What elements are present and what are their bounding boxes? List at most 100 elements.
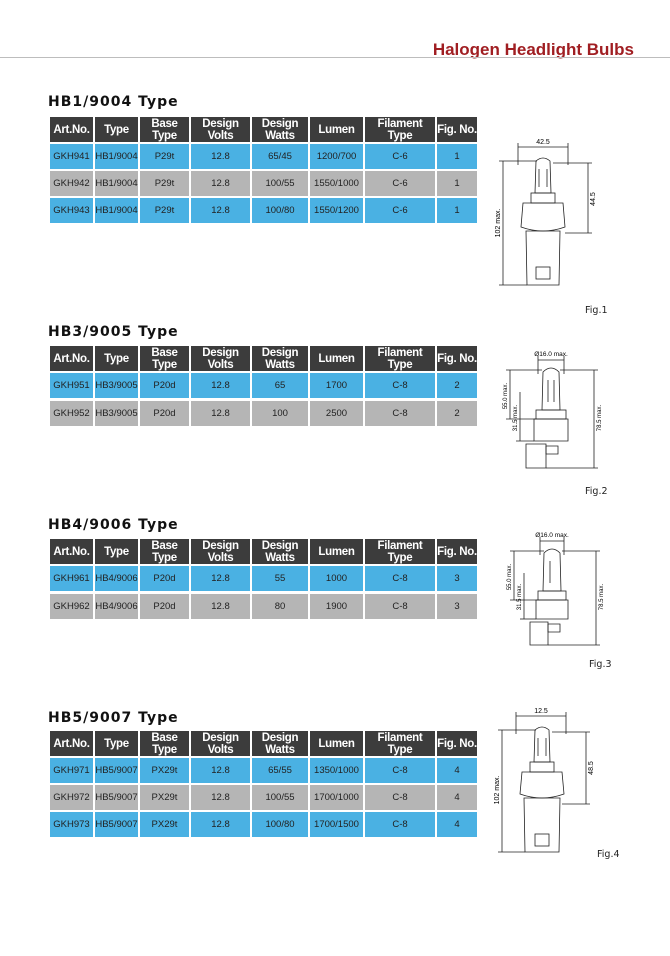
column-header: Lumen (310, 117, 363, 142)
table-cell: GKH972 (50, 783, 93, 810)
table-cell: 100/55 (252, 783, 308, 810)
dim-label: 102 max. (495, 209, 502, 238)
table-cell: HB3/9005 (95, 398, 138, 426)
column-header: Filament Type (365, 346, 435, 371)
column-header: Fig. No. (437, 346, 477, 371)
column-header: Lumen (310, 346, 363, 371)
table-header-row: Art.No. Type Base Type Design Volts Desi… (50, 731, 477, 756)
table-cell: 12.8 (191, 196, 250, 223)
table-cell: HB1/9004 (95, 169, 138, 196)
table-cell: 3 (437, 591, 477, 619)
column-header: Filament Type (365, 117, 435, 142)
table-cell: 12.8 (191, 398, 250, 426)
table-cell: 12.8 (191, 783, 250, 810)
column-header: Art.No. (50, 731, 93, 756)
table-header-row: Art.No. Type Base Type Design Volts Desi… (50, 539, 477, 564)
table-cell: HB3/9005 (95, 371, 138, 398)
dim-label: 31.5 max. (513, 405, 519, 432)
table-cell: 65 (252, 371, 308, 398)
table-cell: 2 (437, 398, 477, 426)
figure-caption: Fig.4 (597, 849, 620, 860)
table-cell: 1000 (310, 564, 363, 591)
table-row: GKH942 HB1/9004 P29t 12.8 100/55 1550/10… (50, 169, 477, 196)
table-cell: 65/45 (252, 142, 308, 169)
table-cell: GKH971 (50, 756, 93, 783)
column-header: Fig. No. (437, 539, 477, 564)
column-header: Base Type (140, 731, 189, 756)
table-cell: HB5/9007 (95, 810, 138, 837)
table-cell: 1550/1000 (310, 169, 363, 196)
table-cell: 1 (437, 196, 477, 223)
table-cell: 12.8 (191, 564, 250, 591)
table-cell: 1200/700 (310, 142, 363, 169)
dim-label: 55.0 max. (503, 383, 509, 410)
table-cell: P20d (140, 591, 189, 619)
table-header-row: Art.No. Type Base Type Design Volts Desi… (50, 117, 477, 142)
column-header: Type (95, 117, 138, 142)
table-row: GKH941 HB1/9004 P29t 12.8 65/45 1200/700… (50, 142, 477, 169)
column-header: Design Volts (191, 117, 250, 142)
dim-label: Ø16.0 max. (534, 351, 568, 358)
table-cell: 3 (437, 564, 477, 591)
section-title: HB1/9004 Type (48, 94, 179, 110)
dim-label: 12.5 (534, 708, 548, 715)
table-cell: 1900 (310, 591, 363, 619)
column-header: Design Watts (252, 539, 308, 564)
column-header: Type (95, 539, 138, 564)
table-cell: 4 (437, 783, 477, 810)
table-cell: 1700 (310, 371, 363, 398)
figure-caption: Fig.2 (585, 486, 608, 497)
section-title: HB5/9007 Type (48, 710, 179, 726)
section-title: HB3/9005 Type (48, 324, 179, 340)
column-header: Base Type (140, 539, 189, 564)
table-row: GKH961 HB4/9006 P20d 12.8 55 1000 C-8 3 (50, 564, 477, 591)
table-cell: 2500 (310, 398, 363, 426)
column-header: Design Volts (191, 731, 250, 756)
bulb-diagram-fig1: 42.5 102 max. 44.5 (495, 139, 597, 286)
table-row: GKH972 HB5/9007 PX29t 12.8 100/55 1700/1… (50, 783, 477, 810)
table-cell: GKH941 (50, 142, 93, 169)
column-header: Design Volts (191, 539, 250, 564)
table-cell: GKH952 (50, 398, 93, 426)
table-cell: 4 (437, 810, 477, 837)
header-divider (0, 57, 670, 58)
table-cell: P29t (140, 169, 189, 196)
column-header: Filament Type (365, 731, 435, 756)
dim-label: 78.5 max. (599, 584, 605, 611)
table-cell: C-8 (365, 398, 435, 426)
table-cell: 1 (437, 142, 477, 169)
section-title: HB4/9006 Type (48, 517, 179, 533)
table-cell: 100 (252, 398, 308, 426)
table-cell: GKH942 (50, 169, 93, 196)
table-cell: 12.8 (191, 810, 250, 837)
column-header: Design Watts (252, 346, 308, 371)
column-header: Art.No. (50, 539, 93, 564)
table-cell: 12.8 (191, 169, 250, 196)
table-cell: GKH961 (50, 564, 93, 591)
column-header: Base Type (140, 117, 189, 142)
table-cell: 100/55 (252, 169, 308, 196)
table-cell: C-6 (365, 142, 435, 169)
table-cell: HB1/9004 (95, 142, 138, 169)
table-cell: PX29t (140, 810, 189, 837)
table-row: GKH973 HB5/9007 PX29t 12.8 100/80 1700/1… (50, 810, 477, 837)
table-cell: PX29t (140, 756, 189, 783)
table-row: GKH951 HB3/9005 P20d 12.8 65 1700 C-8 2 (50, 371, 477, 398)
table-cell: C-8 (365, 756, 435, 783)
column-header: Art.No. (50, 346, 93, 371)
dim-label: Ø16.0 max. (535, 532, 569, 539)
column-header: Fig. No. (437, 731, 477, 756)
column-header: Filament Type (365, 539, 435, 564)
table-cell: P29t (140, 196, 189, 223)
table-cell: 1550/1200 (310, 196, 363, 223)
column-header: Type (95, 346, 138, 371)
table-cell: HB4/9006 (95, 564, 138, 591)
table-cell: 1350/1000 (310, 756, 363, 783)
table-cell: 4 (437, 756, 477, 783)
spec-table: Art.No. Type Base Type Design Volts Desi… (48, 117, 479, 223)
table-row: GKH962 HB4/9006 P20d 12.8 80 1900 C-8 3 (50, 591, 477, 619)
table-cell: HB1/9004 (95, 196, 138, 223)
table-row: GKH971 HB5/9007 PX29t 12.8 65/55 1350/10… (50, 756, 477, 783)
column-header: Lumen (310, 731, 363, 756)
table-cell: 100/80 (252, 196, 308, 223)
